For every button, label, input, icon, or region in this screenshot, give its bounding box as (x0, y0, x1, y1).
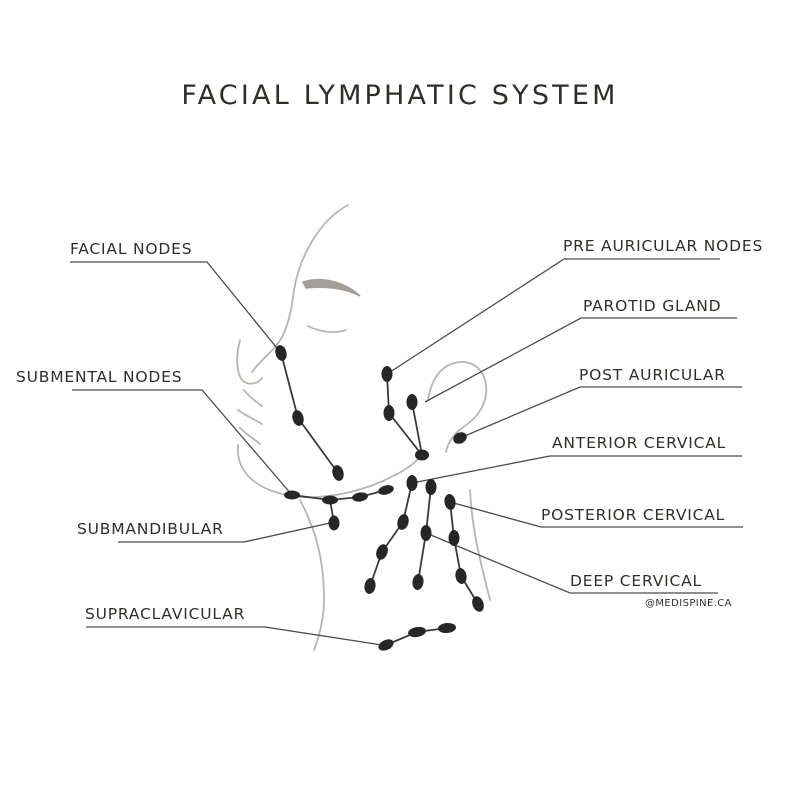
deep-cervical-node (412, 574, 424, 590)
facial-nodes-leader (70, 261, 282, 354)
pre-auricular-leader (386, 258, 720, 375)
submandibular-node (352, 492, 368, 502)
posterior-cervical-node (472, 596, 484, 612)
submandibular-leader (118, 522, 331, 543)
parotid-node (406, 394, 418, 410)
facial-node (292, 410, 304, 426)
eye-lid (307, 325, 347, 333)
label-posterior-cervical: POSTERIOR CERVICAL (541, 506, 726, 524)
label-supraclavicular: SUPRACLAVICULAR (85, 605, 246, 623)
anterior-cervical-node (364, 578, 376, 594)
nose-outline (236, 339, 263, 385)
anterior-cervical-node (397, 514, 409, 530)
parotid-vessel (411, 401, 423, 456)
posterior-cervical-node (455, 568, 467, 584)
supraclavicular-leader (86, 626, 383, 646)
anterior-chain-vessel (369, 482, 413, 587)
leader-lines (70, 258, 743, 646)
neck-back (469, 489, 491, 601)
label-deep-cervical: DEEP CERVICAL (570, 572, 702, 590)
supraclavicular-node (408, 626, 426, 638)
mandible-vessel (291, 489, 387, 501)
post-auricular-leader (459, 386, 742, 439)
facial-vessel (280, 352, 339, 474)
forehead-profile (251, 204, 349, 373)
facial-node (332, 465, 344, 481)
head-outline (236, 204, 491, 651)
credit-handle: @MEDISPINE.CA (645, 598, 732, 609)
label-anterior-cervical: ANTERIOR CERVICAL (552, 434, 727, 452)
label-facial-nodes: FACIAL NODES (70, 240, 193, 258)
posterior-cervical-leader (449, 501, 743, 528)
pre-auricular-node (383, 405, 395, 421)
deep-cervical-leader (425, 532, 718, 594)
lips-outline (237, 389, 263, 445)
posterior-cervical-node (448, 530, 460, 546)
posterior-chain-vessel (449, 501, 479, 605)
posterior-cervical-node (444, 494, 456, 510)
facial-node (275, 345, 287, 361)
diagram-title: FACIAL LYMPHATIC SYSTEM (181, 80, 619, 111)
chin-neck-front (299, 499, 325, 651)
jaw-line (237, 444, 425, 499)
anterior-cervical-node (406, 475, 418, 491)
eye-details (301, 278, 361, 333)
submental-node (284, 490, 300, 500)
label-post-auricular: POST AURICULAR (579, 366, 726, 384)
lymph-nodes (275, 345, 484, 651)
supraclavicular-node (378, 639, 394, 651)
label-submental-nodes: SUBMENTAL NODES (16, 368, 183, 386)
submandibular-node (378, 485, 394, 495)
submandibular-node (322, 495, 338, 505)
supraclavicular-node (438, 622, 456, 634)
parotid-node (415, 449, 429, 461)
deep-cervical-node (425, 479, 437, 495)
deep-cervical-node (420, 525, 432, 541)
anterior-cervical-node (376, 544, 388, 560)
submental-nodes-leader (72, 389, 293, 496)
anterior-cervical-leader (411, 455, 742, 484)
parotid-gland-leader (424, 317, 737, 403)
post-auricular-node (453, 432, 467, 444)
label-submandibular: SUBMANDIBULAR (77, 520, 224, 538)
eyebrow (301, 278, 361, 297)
ear-outline (427, 361, 488, 453)
pre-auricular-node (381, 366, 393, 382)
label-pre-auricular-nodes: PRE AURICULAR NODES (563, 237, 764, 255)
label-parotid-gland: PAROTID GLAND (583, 297, 722, 315)
submandibular-node (328, 515, 340, 531)
